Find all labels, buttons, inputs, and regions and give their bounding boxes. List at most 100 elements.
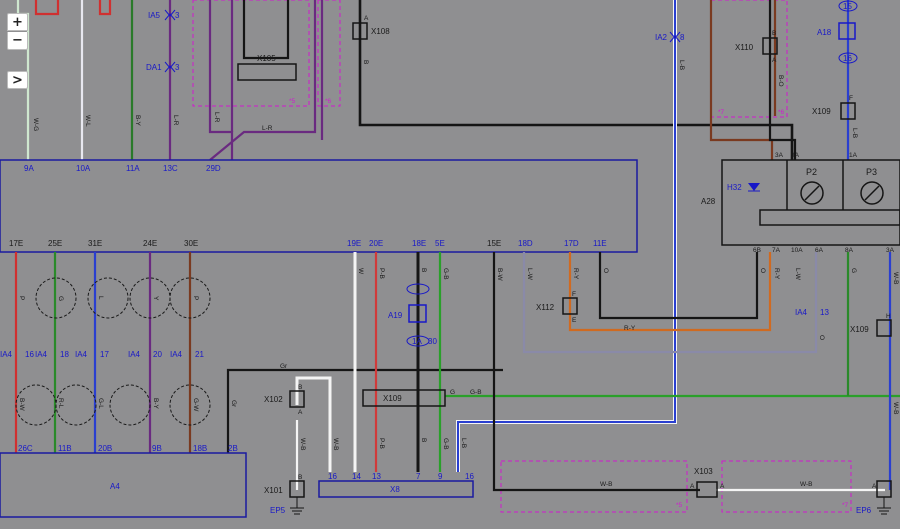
svg-text:L: L [97, 296, 104, 300]
svg-text:17D: 17D [564, 239, 579, 248]
svg-text:10A: 10A [791, 247, 803, 254]
svg-text:IA4: IA4 [75, 350, 88, 359]
svg-text:11E: 11E [593, 239, 607, 248]
svg-text:30E: 30E [184, 239, 198, 248]
svg-text:G-B: G-B [442, 438, 449, 450]
svg-text:G-W: G-W [192, 398, 199, 412]
svg-text:17E: 17E [9, 239, 23, 248]
svg-text:3: 3 [175, 63, 180, 72]
svg-text:X110: X110 [735, 43, 754, 52]
zoom-out-button[interactable]: − [7, 32, 28, 50]
box-marks: *5 *6 *7 *6 *5 *7 [289, 98, 849, 509]
svg-text:H: H [886, 313, 891, 320]
svg-text:9A: 9A [24, 164, 34, 173]
svg-text:L-B: L-B [460, 438, 467, 448]
svg-text:13: 13 [820, 308, 829, 317]
svg-text:17: 17 [100, 350, 109, 359]
bottom-bus-pins: 17E 25E 31E 24E 30E 19E 20E 18E 5E 15E 1… [9, 239, 607, 248]
svg-text:R-Y: R-Y [773, 268, 780, 280]
svg-text:L-R: L-R [213, 112, 220, 123]
svg-text:13: 13 [372, 472, 381, 481]
svg-text:W-B: W-B [600, 481, 613, 488]
svg-text:18B: 18B [193, 444, 207, 453]
svg-text:B: B [298, 384, 302, 391]
svg-text:*6: *6 [778, 109, 785, 116]
expand-panel-button[interactable]: > [7, 71, 28, 89]
x110-connector: B A X110 [735, 30, 778, 64]
svg-text:A19: A19 [388, 311, 403, 320]
x105-connector: X105 [237, 54, 297, 81]
svg-text:5E: 5E [435, 239, 445, 248]
ia2-inline: IA2 8 [655, 31, 685, 43]
svg-text:W-B: W-B [892, 272, 899, 285]
svg-text:H32: H32 [727, 183, 742, 192]
svg-text:26C: 26C [18, 444, 33, 453]
svg-text:30: 30 [428, 337, 437, 346]
svg-text:16: 16 [328, 472, 337, 481]
svg-text:A28: A28 [701, 197, 716, 206]
svg-text:X101: X101 [264, 486, 283, 495]
svg-text:B: B [420, 268, 427, 272]
svg-text:O: O [818, 335, 825, 340]
svg-text:14: 14 [352, 472, 361, 481]
svg-text:F: F [849, 95, 853, 102]
svg-text:L-B: L-B [678, 60, 685, 70]
x102-connector: X102 B A W-B [264, 384, 306, 451]
bottom-wires [14, 252, 900, 492]
svg-text:*5: *5 [676, 502, 683, 509]
svg-text:R-Y: R-Y [624, 325, 636, 332]
svg-text:11A: 11A [126, 164, 140, 173]
shield-circles [15, 277, 211, 426]
svg-text:1A: 1A [849, 152, 858, 159]
svg-text:31E: 31E [88, 239, 102, 248]
svg-text:A4: A4 [110, 482, 120, 491]
svg-text:15E: 15E [487, 239, 501, 248]
svg-text:18D: 18D [518, 239, 533, 248]
ia5-inline: IA5 3 [148, 9, 180, 21]
svg-text:B-W: B-W [18, 398, 25, 412]
svg-text:B: B [298, 474, 302, 481]
ia4-row: IA4 16 IA4 18 IA4 17 IA4 20 IA4 21 IA4 1… [0, 308, 829, 359]
svg-text:A: A [772, 57, 777, 64]
svg-text:18: 18 [60, 350, 69, 359]
svg-text:A: A [690, 483, 695, 490]
da1-inline: DA1 3 [146, 61, 180, 73]
svg-text:IA4: IA4 [795, 308, 808, 317]
svg-text:24E: 24E [143, 239, 157, 248]
svg-text:G: G [57, 296, 64, 301]
svg-text:A: A [298, 409, 303, 416]
svg-text:IA5: IA5 [148, 11, 161, 20]
top-wires [16, 0, 850, 472]
svg-text:G-L: G-L [97, 398, 104, 409]
svg-text:X109: X109 [812, 107, 831, 116]
svg-text:18E: 18E [412, 239, 426, 248]
svg-text:15: 15 [843, 2, 852, 11]
top-wire-codes: W-G W-L B-Y L-R L-R L-R B L-B B-O L-B [32, 60, 858, 138]
svg-text:X102: X102 [264, 395, 283, 404]
svg-text:20B: 20B [98, 444, 112, 453]
svg-text:25E: 25E [48, 239, 62, 248]
svg-text:W-B: W-B [332, 438, 339, 451]
svg-text:Gr: Gr [280, 363, 288, 370]
svg-text:9A: 9A [791, 152, 800, 159]
svg-text:A: A [872, 483, 877, 490]
svg-text:X105: X105 [257, 54, 276, 63]
svg-text:P2: P2 [806, 167, 817, 177]
svg-text:*7: *7 [842, 502, 849, 509]
svg-text:L-W: L-W [526, 268, 533, 281]
x101-connector: X101 B EP5 [264, 474, 305, 515]
svg-text:IA4: IA4 [128, 350, 141, 359]
svg-text:A: A [364, 15, 369, 22]
svg-text:A: A [720, 483, 725, 490]
svg-text:IA2: IA2 [655, 33, 668, 42]
svg-text:8: 8 [680, 33, 685, 42]
svg-text:W: W [357, 268, 364, 275]
svg-text:X109: X109 [383, 394, 402, 403]
svg-text:16: 16 [25, 350, 34, 359]
svg-text:13C: 13C [163, 164, 178, 173]
zoom-in-button[interactable]: + [7, 13, 28, 31]
svg-text:B-Y: B-Y [152, 398, 159, 410]
svg-text:DA1: DA1 [146, 63, 162, 72]
svg-text:W-B: W-B [892, 402, 899, 415]
